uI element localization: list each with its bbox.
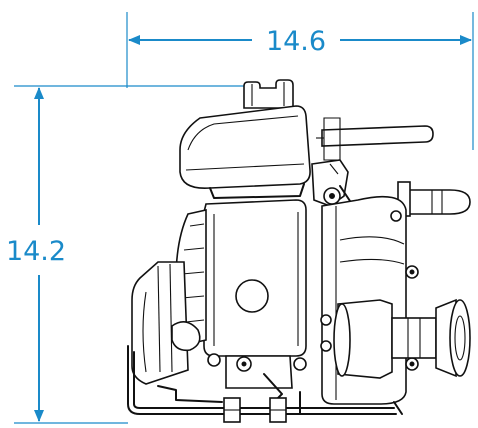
width-label: 14.6 [266,26,326,57]
height-dimension: 14.2 [6,85,250,424]
upper-bracket [311,159,353,209]
carburetor [207,353,307,401]
discharge-valve [397,181,471,217]
pump-illustration [127,79,471,423]
base-frame [127,345,403,423]
bolt-details [241,193,415,367]
fuel-cap [243,79,294,109]
engine-cap [235,279,269,313]
width-dimension: 14.6 [126,12,474,150]
intake-fitting [333,298,471,379]
engine-block [203,199,307,357]
fuel-tank [179,105,311,199]
height-label: 14.2 [6,236,66,267]
starter-handle [316,117,434,161]
muffler [131,261,201,385]
